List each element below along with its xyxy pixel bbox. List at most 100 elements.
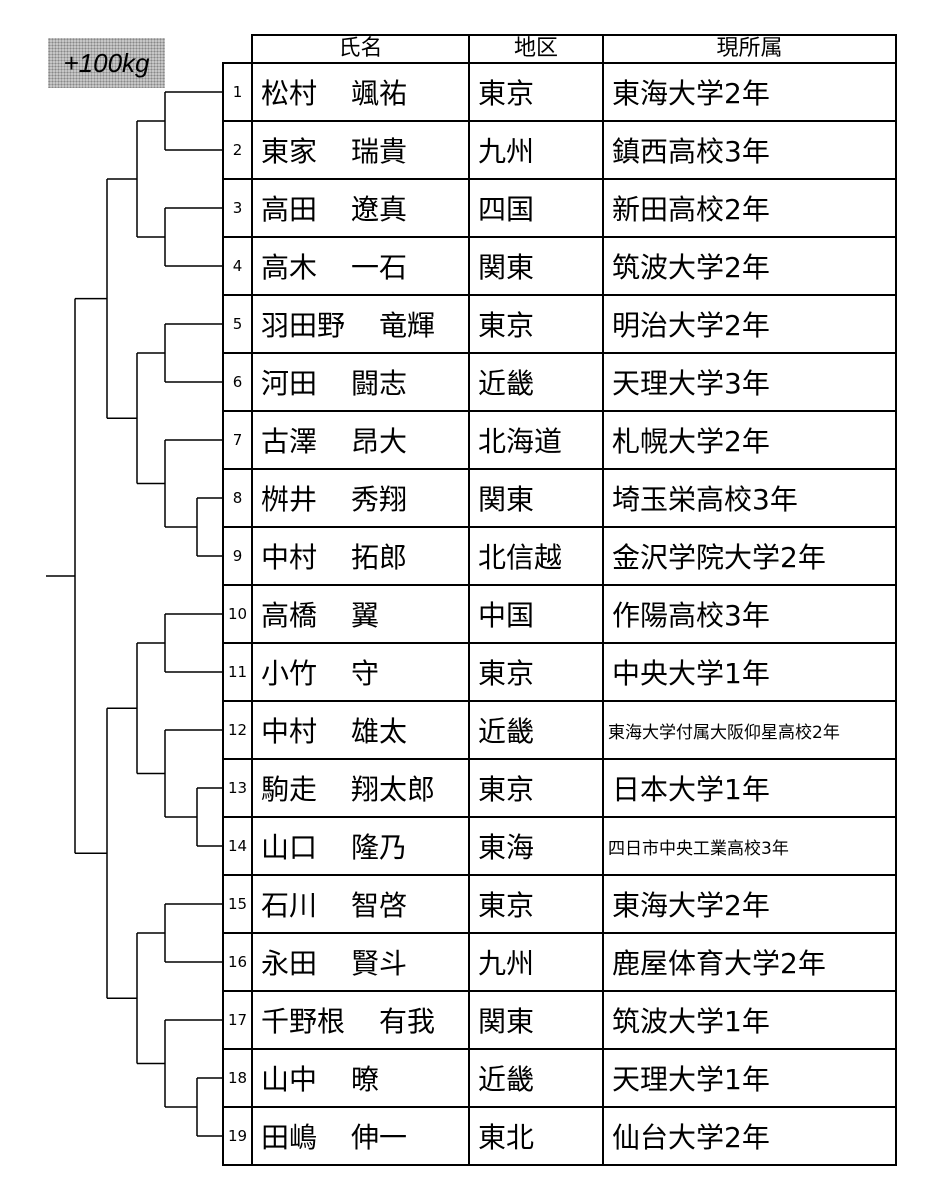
athlete-name: 山中暸	[251, 1048, 470, 1108]
weight-class-label: +100kg	[48, 38, 165, 88]
given-name: 隆乃	[351, 831, 408, 864]
entry-number: 17	[222, 990, 253, 1050]
table-header-row: 氏名 地区 現所属	[223, 34, 897, 64]
region: 九州	[468, 120, 604, 180]
athlete-name: 東家瑞貴	[251, 120, 470, 180]
athlete-name: 石川智啓	[251, 874, 470, 934]
entry-number: 18	[222, 1048, 253, 1108]
header-affiliation: 現所属	[602, 34, 897, 64]
family-name: 中村	[261, 541, 318, 574]
family-name: 河田	[261, 367, 318, 400]
athlete-name: 高木一石	[251, 236, 470, 296]
athlete-name: 永田賢斗	[251, 932, 470, 992]
affiliation: 筑波大学2年	[602, 236, 897, 296]
athlete-name: 小竹守	[251, 642, 470, 702]
given-name: 雄太	[351, 715, 408, 748]
family-name: 東家	[261, 135, 318, 168]
given-name: 智啓	[351, 889, 408, 922]
entry-number: 1	[222, 62, 253, 122]
affiliation: 東海大学2年	[602, 62, 897, 122]
athlete-name: 山口隆乃	[251, 816, 470, 876]
family-name: 山口	[261, 831, 318, 864]
athlete-name: 田嶋伸一	[251, 1106, 470, 1166]
given-name: 遼真	[351, 193, 408, 226]
region: 九州	[468, 932, 604, 992]
given-name: 守	[351, 657, 380, 690]
given-name: 秀翔	[351, 483, 408, 516]
given-name: 瑞貴	[351, 135, 408, 168]
athlete-name: 千野根有我	[251, 990, 470, 1050]
family-name: 松村	[261, 77, 318, 110]
given-name: 暸	[351, 1063, 380, 1096]
region: 北信越	[468, 526, 604, 586]
region: 東京	[468, 62, 604, 122]
given-name: 伸一	[351, 1121, 408, 1154]
affiliation: 埼玉栄高校3年	[602, 468, 897, 528]
region: 関東	[468, 468, 604, 528]
given-name: 竜輝	[379, 309, 436, 342]
entry-number: 13	[222, 758, 253, 818]
region: 近畿	[468, 1048, 604, 1108]
family-name: 高田	[261, 193, 318, 226]
region: 中国	[468, 584, 604, 644]
family-name: 田嶋	[261, 1121, 318, 1154]
entry-number: 12	[222, 700, 253, 760]
region: 近畿	[468, 352, 604, 412]
affiliation: 仙台大学2年	[602, 1106, 897, 1166]
family-name: 羽田野	[261, 309, 346, 342]
given-name: 一石	[351, 251, 408, 284]
affiliation: 明治大学2年	[602, 294, 897, 354]
entry-number: 7	[222, 410, 253, 470]
entry-number: 19	[222, 1106, 253, 1166]
family-name: 小竹	[261, 657, 318, 690]
entry-number: 10	[222, 584, 253, 644]
region: 東海	[468, 816, 604, 876]
given-name: 有我	[379, 1005, 436, 1038]
athlete-name: 中村拓郎	[251, 526, 470, 586]
entry-number: 5	[222, 294, 253, 354]
region: 東京	[468, 874, 604, 934]
affiliation: 中央大学1年	[602, 642, 897, 702]
athlete-name: 羽田野竜輝	[251, 294, 470, 354]
athlete-name: 河田闘志	[251, 352, 470, 412]
region: 東京	[468, 758, 604, 818]
entry-number: 3	[222, 178, 253, 238]
given-name: 賢斗	[351, 947, 408, 980]
entry-number: 2	[222, 120, 253, 180]
affiliation: 新田高校2年	[602, 178, 897, 238]
region: 東北	[468, 1106, 604, 1166]
family-name: 石川	[261, 889, 318, 922]
family-name: 桝井	[261, 483, 318, 516]
region: 東京	[468, 294, 604, 354]
affiliation: 東海大学付属大阪仰星高校2年	[602, 700, 897, 760]
affiliation: 天理大学3年	[602, 352, 897, 412]
family-name: 永田	[261, 947, 318, 980]
family-name: 中村	[261, 715, 318, 748]
athlete-name: 駒走翔太郎	[251, 758, 470, 818]
given-name: 翔太郎	[351, 773, 436, 806]
given-name: 拓郎	[351, 541, 408, 574]
family-name: 古澤	[261, 425, 318, 458]
affiliation: 金沢学院大学2年	[602, 526, 897, 586]
given-name: 闘志	[351, 367, 408, 400]
header-name: 氏名	[251, 34, 470, 64]
family-name: 高橋	[261, 599, 318, 632]
